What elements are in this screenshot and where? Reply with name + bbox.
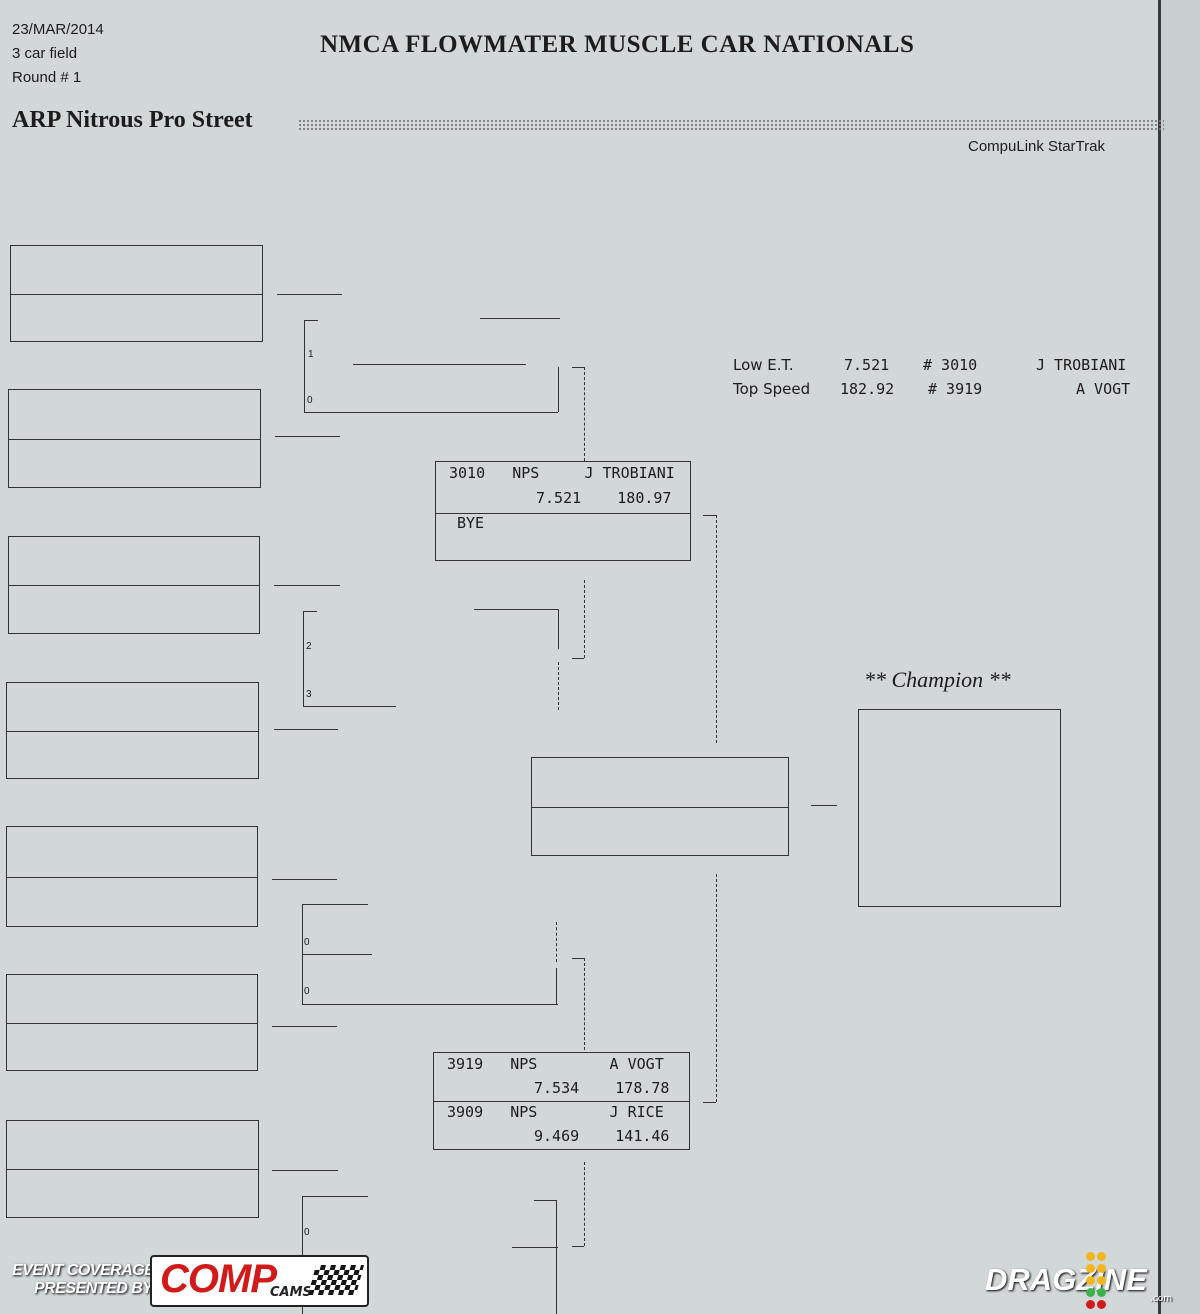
- connector: [272, 1170, 338, 1171]
- connector: [275, 436, 340, 437]
- connector: [480, 318, 560, 319]
- connector: [302, 954, 372, 955]
- entry-box-6: [6, 974, 258, 1071]
- connector: [572, 958, 584, 959]
- dashed-connector: [716, 515, 717, 743]
- connector: [302, 904, 368, 905]
- matchup-top-lane2-entry: BYE: [457, 514, 485, 532]
- pair-number: 0: [304, 986, 310, 997]
- dashed-connector: [558, 662, 559, 710]
- checkered-flag-icon: [307, 1265, 365, 1295]
- connector: [304, 320, 318, 321]
- connector: [558, 367, 559, 412]
- connector: [277, 294, 342, 295]
- connector: [274, 729, 338, 730]
- champion-label: ** Champion **: [864, 667, 1011, 692]
- site-suffix: .com: [1150, 1294, 1173, 1304]
- field-size: 3 car field: [12, 45, 78, 62]
- entry-box-7: [6, 1120, 259, 1218]
- connector: [572, 658, 584, 659]
- pair-number: 0: [307, 395, 313, 406]
- matchup-box-bottom: [433, 1052, 690, 1150]
- entry-box-5: [6, 826, 258, 927]
- connector: [303, 611, 317, 612]
- pair-number: 3: [306, 689, 312, 700]
- connector: [474, 609, 558, 610]
- christmas-tree-icon: [1082, 1250, 1112, 1312]
- entry-box-3: [8, 536, 260, 634]
- low-et-value: 7.521: [844, 356, 890, 374]
- connector: [303, 706, 396, 707]
- entry-box-1: [10, 245, 263, 342]
- connector: [353, 364, 526, 365]
- coverage-line1: EVENT COVERAGE: [12, 1262, 155, 1279]
- sponsor-logo: COMP CAMS: [150, 1255, 369, 1307]
- connector: [304, 320, 305, 412]
- top-speed-driver: A VOGT: [1076, 380, 1131, 398]
- matchup-top-lane1-entry: 3010 NPS J TROBIANI: [449, 464, 675, 482]
- sponsor-sub: CAMS: [270, 1285, 312, 1300]
- sheet-edge: [1158, 0, 1161, 1314]
- pair-number: 0: [304, 937, 310, 948]
- champion-box: [858, 709, 1061, 907]
- top-speed-car: # 3919: [928, 380, 983, 398]
- page-title: NMCA FLOWMATER MUSCLE CAR NATIONALS: [320, 31, 915, 58]
- top-speed-value: 182.92: [840, 380, 895, 398]
- class-name: ARP Nitrous Pro Street: [12, 107, 253, 133]
- pair-number: 0: [304, 1227, 310, 1238]
- low-et-car: # 3010: [923, 356, 978, 374]
- bracket-sheet: [0, 0, 1160, 1314]
- dashed-connector: [556, 922, 557, 962]
- pair-number: 2: [306, 641, 312, 652]
- connector: [274, 585, 340, 586]
- connector: [302, 1196, 368, 1197]
- matchup-bottom-lane1-entry: 3919 NPS A VOGT: [447, 1055, 664, 1073]
- connector: [302, 1004, 558, 1005]
- dashed-connector: [584, 367, 585, 461]
- event-coverage-logo: EVENT COVERAGE PRESENTED BY: [12, 1262, 155, 1298]
- final-box: [531, 757, 789, 856]
- matchup-bottom-lane2-entry: 3909 NPS J RICE: [447, 1103, 664, 1121]
- connector: [556, 968, 557, 1004]
- connector: [303, 611, 304, 706]
- connector: [272, 879, 337, 880]
- low-et-driver: J TROBIANI: [1036, 356, 1127, 374]
- entry-box-4: [6, 682, 259, 779]
- connector: [512, 1247, 558, 1248]
- connector: [811, 805, 837, 806]
- software-label: CompuLink StarTrak: [968, 138, 1105, 155]
- connector: [534, 1200, 556, 1201]
- sponsor-name: COMP: [160, 1257, 277, 1301]
- pair-number: 1: [308, 349, 314, 360]
- matchup-bottom-lane2-result: 9.469 141.46: [534, 1127, 670, 1145]
- dotted-rule: [298, 119, 1164, 132]
- connector: [558, 609, 559, 649]
- connector: [572, 367, 584, 368]
- connector: [304, 412, 558, 413]
- dashed-connector: [716, 874, 717, 1102]
- coverage-line2: PRESENTED BY: [34, 1280, 153, 1297]
- connector: [703, 515, 716, 516]
- connector: [272, 1026, 337, 1027]
- dashed-connector: [584, 580, 585, 658]
- connector: [556, 1200, 557, 1314]
- entry-box-2: [8, 389, 261, 488]
- matchup-box-top: [435, 461, 691, 561]
- dashed-connector: [584, 1162, 585, 1246]
- connector: [572, 1246, 584, 1247]
- low-et-label: Low E.T.: [733, 356, 794, 374]
- event-date: 23/MAR/2014: [12, 21, 104, 38]
- top-speed-label: Top Speed: [733, 380, 811, 398]
- round-label: Round # 1: [12, 69, 82, 86]
- site-logo: DRAGZINE: [985, 1262, 1147, 1297]
- connector: [703, 1102, 716, 1103]
- matchup-top-lane1-result: 7.521 180.97: [536, 489, 672, 507]
- matchup-bottom-lane1-result: 7.534 178.78: [534, 1079, 670, 1097]
- dashed-connector: [584, 958, 585, 1050]
